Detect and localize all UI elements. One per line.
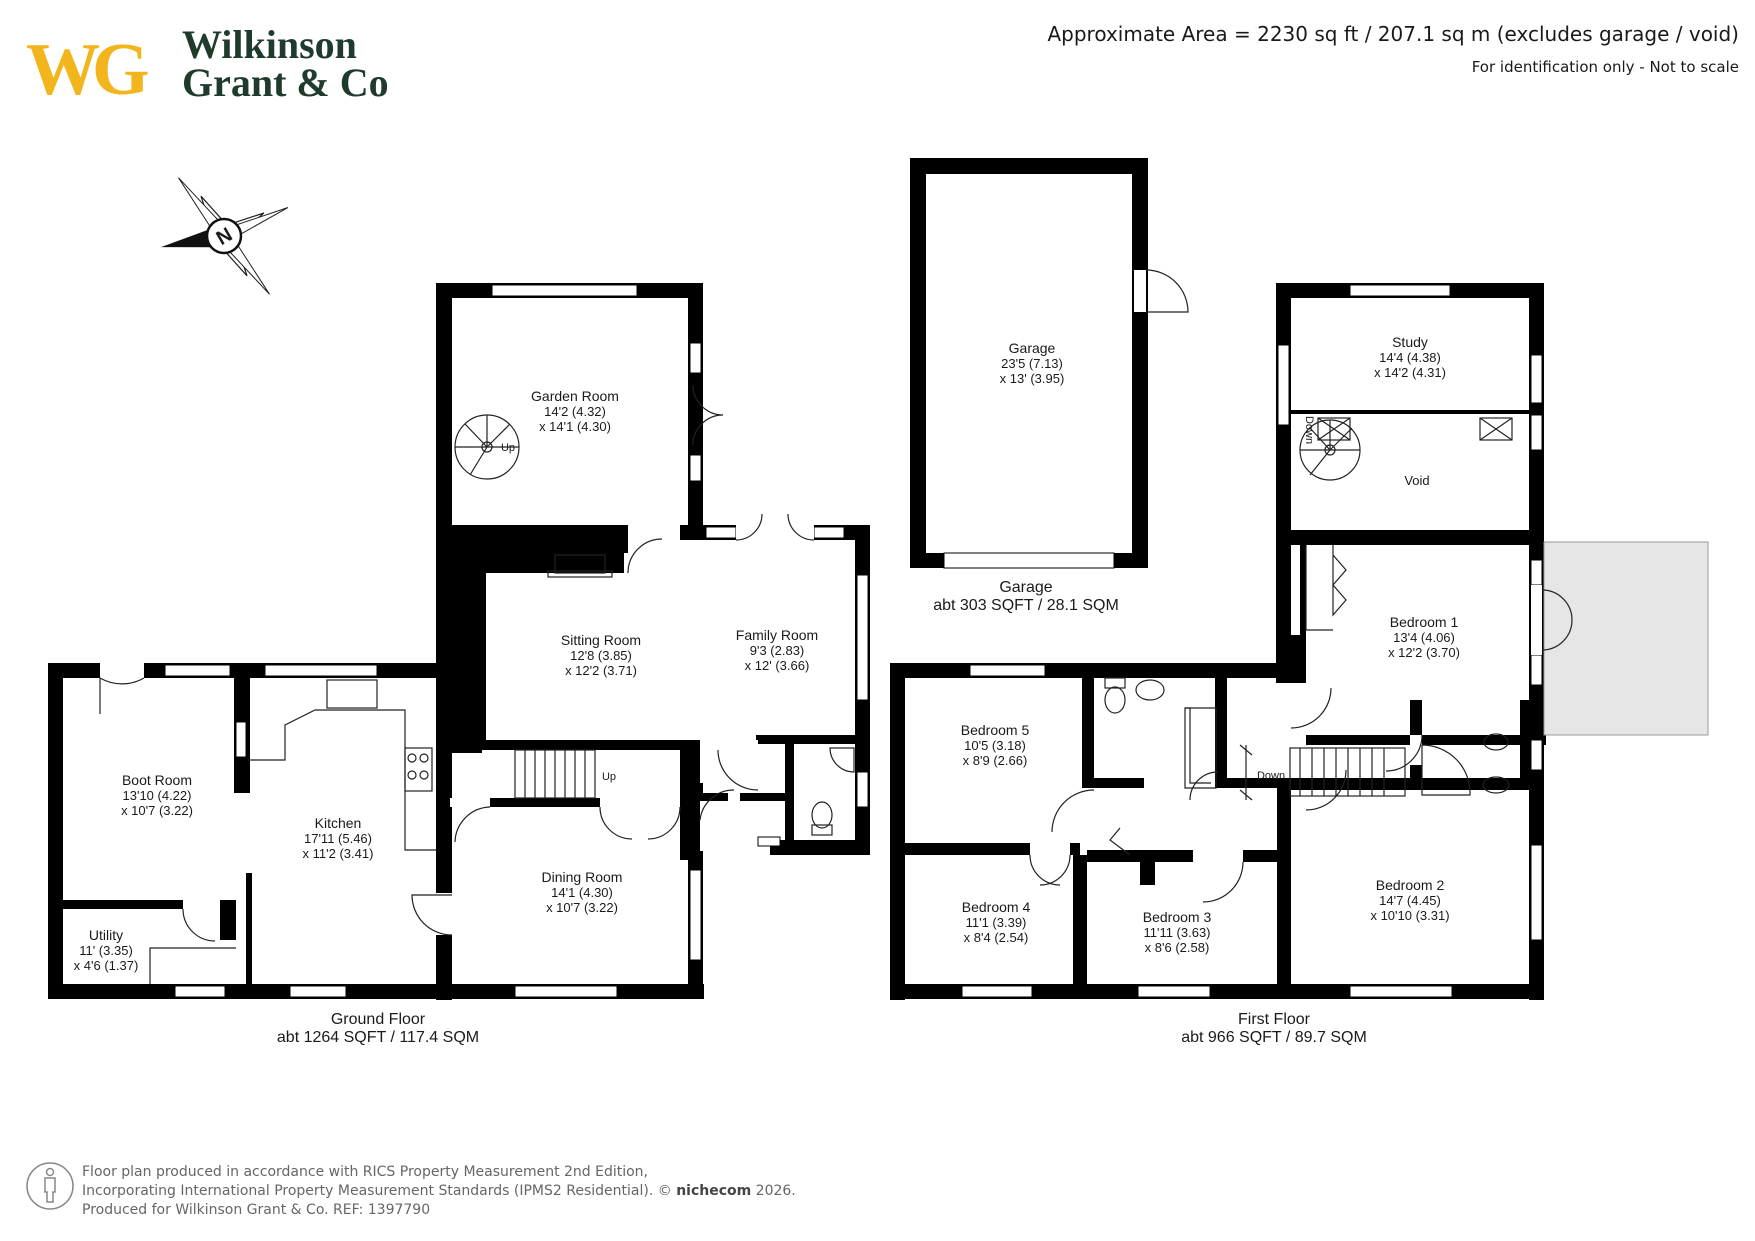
room-bedroom-1: Bedroom 1 13'4 (4.06) x 12'2 (3.70) <box>1388 614 1460 660</box>
room-name: Bedroom 1 <box>1390 614 1459 630</box>
company-logo[interactable]: WG Wilkinson Grant & Co <box>26 22 389 111</box>
footer-line2: Incorporating International Property Mea… <box>82 1183 654 1199</box>
room-dim: 14'4 (4.38) <box>1379 350 1441 365</box>
logo-monogram: WG <box>26 29 148 111</box>
footer-line3: Produced for Wilkinson Grant & Co. REF: … <box>82 1202 431 1218</box>
room-dim: x 13' (3.95) <box>1000 371 1065 386</box>
garage-title: Garage <box>999 579 1052 596</box>
garage-plan <box>910 158 1148 569</box>
room-name: Kitchen <box>315 815 362 831</box>
room-void: Void <box>1404 473 1429 488</box>
room-name: Garage <box>1009 340 1056 356</box>
room-dim: x 8'4 (2.54) <box>964 930 1029 945</box>
room-boot-room: Boot Room 13'10 (4.22) x 10'7 (3.22) <box>121 772 193 818</box>
room-dim: x 11'2 (3.41) <box>303 846 374 861</box>
room-name: Garden Room <box>531 388 619 404</box>
room-dim: 11'1 (3.39) <box>966 915 1027 930</box>
room-dim: x 8'6 (2.58) <box>1145 940 1210 955</box>
room-name: Boot Room <box>122 772 192 788</box>
stair-up-label: Up <box>602 771 616 783</box>
room-dim: 11'11 (3.63) <box>1143 925 1210 940</box>
room-name: Bedroom 5 <box>961 722 1030 738</box>
person-icon <box>26 1162 74 1210</box>
stair-down-label: Down <box>1257 770 1285 782</box>
garage-area: abt 303 SQFT / 28.1 SQM <box>933 597 1119 614</box>
ground-floor-plan <box>48 283 870 1000</box>
room-study: Study 14'4 (4.38) x 14'2 (4.31) <box>1374 334 1446 380</box>
room-dim: x 14'2 (4.31) <box>1374 365 1446 380</box>
footer-line2-wrap: Incorporating International Property Mea… <box>82 1182 796 1201</box>
stair-down-label: Down <box>1303 416 1315 444</box>
room-labels: Garden Room 14'2 (4.32) x 14'1 (4.30) Si… <box>74 334 1460 973</box>
room-name: Bedroom 2 <box>1376 877 1445 893</box>
garage-door-swing <box>1145 269 1189 313</box>
room-dim: x 12'2 (3.71) <box>565 663 637 678</box>
compass-icon: N <box>160 177 289 295</box>
room-dim: 12'8 (3.85) <box>570 648 632 663</box>
room-dim: 9'3 (2.83) <box>750 643 805 658</box>
room-dim: 14'1 (4.30) <box>551 885 613 900</box>
room-name: Bedroom 3 <box>1143 909 1212 925</box>
room-utility: Utility 11' (3.35) x 4'6 (1.37) <box>74 927 139 973</box>
logo-line1: Wilkinson <box>182 22 357 67</box>
room-dim: 13'4 (4.06) <box>1393 630 1455 645</box>
room-dim: 14'7 (4.45) <box>1379 893 1441 908</box>
ground-floor-fixtures <box>99 384 855 984</box>
room-bedroom-4: Bedroom 4 11'1 (3.39) x 8'4 (2.54) <box>962 899 1031 945</box>
room-bedroom-3: Bedroom 3 11'11 (3.63) x 8'6 (2.58) <box>1143 909 1212 955</box>
first-floor-plan <box>890 283 1546 1000</box>
ground-floor-area: abt 1264 SQFT / 117.4 SQM <box>277 1029 479 1046</box>
room-garden-room: Garden Room 14'2 (4.32) x 14'1 (4.30) <box>531 388 619 434</box>
footer-copyright: © <box>657 1183 677 1199</box>
first-floor-fixtures <box>1029 417 1573 903</box>
room-dim: x 10'10 (3.31) <box>1370 908 1449 923</box>
room-dining-room: Dining Room 14'1 (4.30) x 10'7 (3.22) <box>542 869 623 915</box>
room-dim: 13'10 (4.22) <box>123 788 192 803</box>
room-name: Utility <box>89 927 123 943</box>
room-dim: x 8'9 (2.66) <box>963 753 1028 768</box>
room-dim: x 10'7 (3.22) <box>121 803 193 818</box>
terrace <box>1543 541 1709 736</box>
room-dim: 14'2 (4.32) <box>544 404 606 419</box>
room-garage: Garage 23'5 (7.13) x 13' (3.95) <box>1000 340 1065 386</box>
room-family-room: Family Room 9'3 (2.83) x 12' (3.66) <box>736 627 818 673</box>
room-name: Sitting Room <box>561 632 641 648</box>
first-floor-title: First Floor <box>1238 1011 1311 1028</box>
logo-line2: Grant & Co <box>182 60 389 105</box>
footer-disclaimer: Floor plan produced in accordance with R… <box>82 1163 796 1220</box>
ground-floor-title: Ground Floor <box>331 1011 426 1028</box>
room-name: Family Room <box>736 627 818 643</box>
approximate-area: Approximate Area = 2230 sq ft / 207.1 sq… <box>1047 22 1739 46</box>
room-name: Dining Room <box>542 869 623 885</box>
room-dim: 11' (3.35) <box>79 943 133 958</box>
room-dim: x 4'6 (1.37) <box>74 958 139 973</box>
room-dim: 10'5 (3.18) <box>964 738 1026 753</box>
footer-line1: Floor plan produced in accordance with R… <box>82 1164 649 1180</box>
room-bedroom-5: Bedroom 5 10'5 (3.18) x 8'9 (2.66) <box>961 722 1030 768</box>
footer-brand: nichecom <box>676 1183 752 1199</box>
room-dim: 17'11 (5.46) <box>304 831 372 846</box>
room-dim: x 12'2 (3.70) <box>1388 645 1460 660</box>
room-kitchen: Kitchen 17'11 (5.46) x 11'2 (3.41) <box>303 815 374 861</box>
room-name: Study <box>1392 334 1428 350</box>
room-dim: x 10'7 (3.22) <box>546 900 618 915</box>
room-dim: x 12' (3.66) <box>745 658 810 673</box>
room-name: Bedroom 4 <box>962 899 1031 915</box>
room-dim: x 14'1 (4.30) <box>539 419 611 434</box>
room-sitting-room: Sitting Room 12'8 (3.85) x 12'2 (3.71) <box>561 632 641 678</box>
room-dim: 23'5 (7.13) <box>1001 356 1063 371</box>
footer-year: 2026. <box>755 1183 796 1199</box>
room-bedroom-2: Bedroom 2 14'7 (4.45) x 10'10 (3.31) <box>1370 877 1449 923</box>
floor-labels: Ground Floor abt 1264 SQFT / 117.4 SQM G… <box>277 579 1367 1046</box>
scale-note: For identification only - Not to scale <box>1471 58 1739 76</box>
first-floor-area: abt 966 SQFT / 89.7 SQM <box>1181 1029 1367 1046</box>
stair-up-label: Up <box>501 442 515 454</box>
